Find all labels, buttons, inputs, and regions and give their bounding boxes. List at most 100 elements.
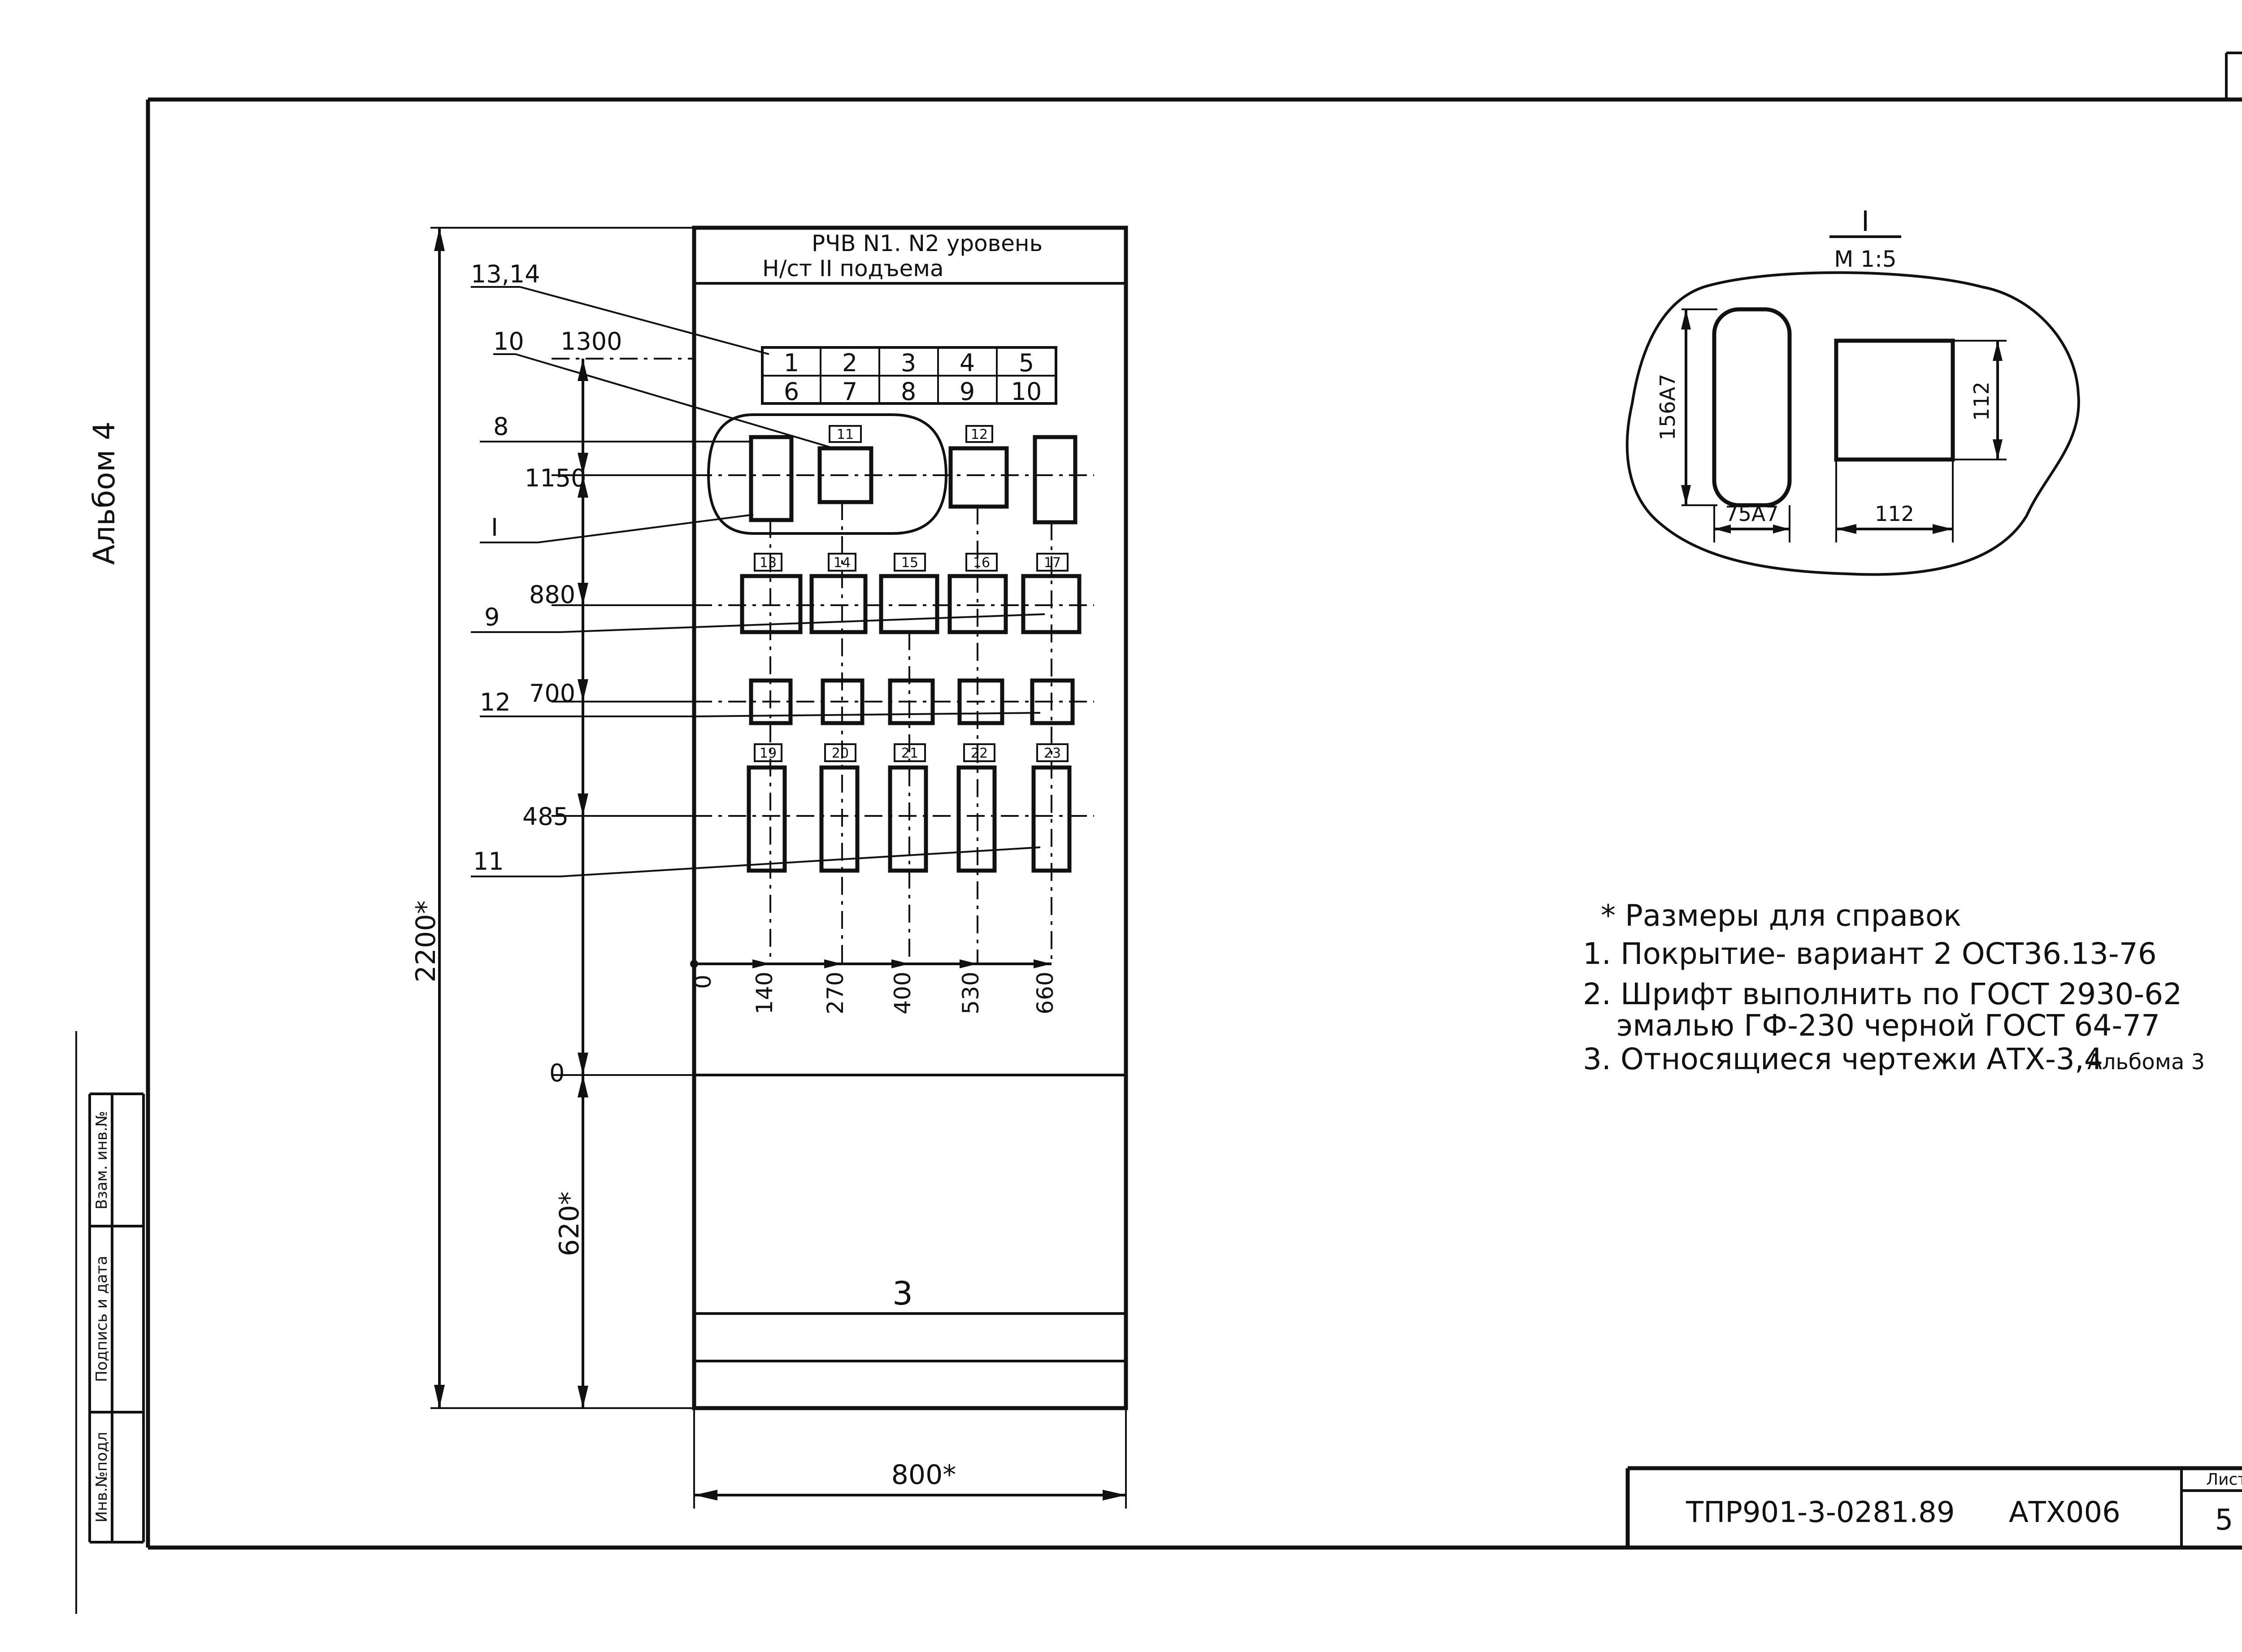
offset-660: 660 [1032, 971, 1058, 1014]
horizontal-offset-lines [690, 959, 1051, 968]
callout-13-14: 13,14 [471, 260, 540, 288]
callout-11: 11 [473, 847, 504, 876]
device-tag: 23 [1044, 746, 1061, 761]
label-grid-row2: 6 7 8 9 10 [784, 377, 1042, 406]
label-grid-row1: 1 2 3 4 5 [784, 349, 1034, 377]
grid-cell: 9 [960, 377, 975, 406]
dim-level-700: 700 [529, 679, 575, 707]
device-tag: 15 [901, 555, 918, 571]
callout-8: 8 [493, 412, 508, 441]
device-tag: 19 [760, 746, 777, 761]
dim-total-width: 800* [891, 1459, 956, 1491]
detail-dim-square-width: 112 [1875, 502, 1914, 526]
callout-9: 9 [484, 603, 500, 631]
detail-slot-cutout [1712, 307, 1792, 507]
device-tall [888, 765, 928, 873]
note-1: 1. Покрытие- вариант 2 ОСТ36.13-76 [1583, 937, 2157, 971]
dim-base-height: 620* [554, 1192, 585, 1257]
note-3-album: Альбома 3 [2087, 1049, 2205, 1075]
title-sheet-label: Лист [2206, 1470, 2242, 1489]
side-stamp [75, 1031, 145, 1614]
panel-title-line2: Н/ст II подъема [762, 256, 944, 282]
grid-cell: 5 [1019, 349, 1034, 377]
detail-dim-slot-width: 75А7 [1725, 502, 1778, 526]
callout-labels: 13,14 10 8 I 9 12 11 [471, 260, 540, 876]
dim-level-880: 880 [529, 581, 575, 609]
device-tag: 13 [760, 555, 777, 571]
detail-scale: М 1:5 [1834, 246, 1897, 272]
device-slot [749, 435, 794, 522]
device-small [888, 678, 935, 725]
width-dimension [693, 1408, 1127, 1509]
dim-level-0: 0 [549, 1059, 565, 1087]
offset-270: 270 [822, 971, 848, 1014]
album-label: Альбом 4 [87, 421, 122, 565]
device-tall [747, 765, 787, 873]
detail-square-cutout [1834, 338, 1955, 462]
column-centerlines [769, 502, 1052, 964]
detail-breakout-outline [1625, 271, 2080, 576]
device-tag: 12 [971, 427, 988, 442]
grid-cell: 3 [901, 349, 916, 377]
detail-title: I [1861, 205, 1869, 238]
device-slot [1033, 435, 1078, 525]
title-sheet-number: 5 [2215, 1504, 2233, 1537]
note-3: 3. Относящиеся чертежи АТХ-3,4 [1583, 1042, 2103, 1076]
dim-level-1300: 1300 [560, 327, 622, 356]
horizontal-offset-labels: 0 140 270 400 530 660 [690, 971, 1058, 1014]
title-block [1625, 1466, 2242, 1548]
device-row-485 [694, 765, 1094, 873]
grid-cell: 8 [901, 377, 916, 406]
device-square [948, 446, 1009, 509]
note-2-cont: эмалью ГФ-230 черной ГОСТ 64-77 [1616, 1008, 2160, 1043]
device-small [1030, 678, 1075, 725]
vertical-dimension-labels: 1300 1150 880 700 485 0 [522, 327, 622, 1087]
device-tag-boxes [754, 425, 1069, 762]
device-row-1150 [694, 435, 1094, 525]
grid-cell: 10 [1011, 377, 1042, 406]
offset-0: 0 [690, 975, 716, 989]
offset-140: 140 [752, 971, 778, 1014]
offset-400: 400 [890, 971, 916, 1014]
detail-dim-square-height: 112 [1969, 382, 1994, 421]
stamp-signature-date: Подпись и дата [93, 1256, 111, 1382]
device-tag: 20 [832, 746, 849, 761]
device-tall [819, 765, 860, 873]
grid-cell: 1 [784, 349, 799, 377]
grid-cell: 2 [842, 349, 857, 377]
stamp-replaced-inv: Взам. инв.№ [93, 1111, 111, 1210]
title-doc-mark: АТХ006 [2009, 1496, 2120, 1529]
device-tag: 16 [973, 555, 990, 571]
panel-outline [692, 225, 1128, 1410]
vertical-dimension-lines [430, 227, 694, 1409]
offset-530: 530 [958, 971, 984, 1014]
title-doc-code: ТПР901-3-0281.89 [1686, 1496, 1955, 1529]
dim-total-height: 2200* [410, 901, 442, 983]
device-row-700 [694, 678, 1094, 725]
grid-cell: 4 [960, 349, 975, 377]
dim-level-1150: 1150 [525, 464, 586, 492]
detail-oval [707, 413, 948, 535]
device-square [879, 574, 939, 634]
callout-I: I [491, 513, 498, 542]
notes: * Размеры для справок 1. Покрытие- вариа… [1583, 898, 2205, 1076]
device-tag: 22 [971, 746, 988, 761]
device-small [957, 678, 1004, 725]
dim-level-485: 485 [522, 802, 569, 831]
panel-title-line1: РЧВ N1. N2 уровень [812, 230, 1043, 256]
label-grid [761, 346, 1057, 405]
callout-10: 10 [493, 327, 524, 356]
panel-lower-label: 3 [892, 1275, 913, 1312]
device-tag: 17 [1044, 555, 1061, 571]
callout-leaders [471, 286, 1045, 877]
grid-cell: 6 [784, 377, 799, 406]
device-tag: 14 [834, 555, 851, 571]
device-tag: 21 [901, 746, 918, 761]
device-tags: 11 12 13 14 15 16 17 19 20 21 22 23 [760, 427, 1061, 761]
device-square [817, 446, 873, 504]
device-square [809, 574, 868, 634]
callout-12: 12 [480, 688, 511, 716]
detail-dim-slot-height: 156А7 [1655, 374, 1680, 441]
device-row-880 [694, 574, 1094, 634]
